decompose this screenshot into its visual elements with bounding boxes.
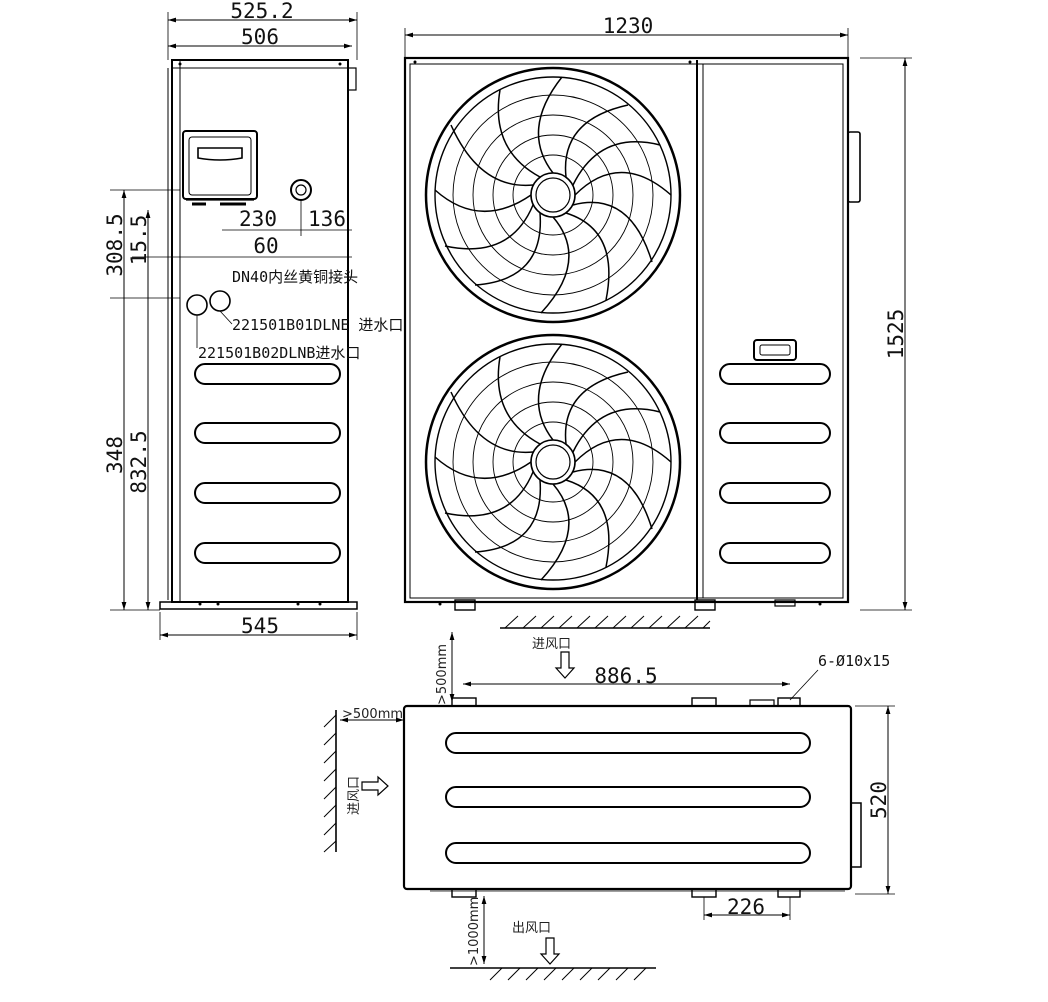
side-handle xyxy=(847,131,861,203)
dim-text-136: 136 xyxy=(308,207,346,231)
dim-text-545: 545 xyxy=(241,614,279,638)
dim-text-520: 520 xyxy=(867,781,891,819)
side-louvers xyxy=(194,363,341,564)
top-body xyxy=(402,704,853,891)
top-view: 进风口 >500mm 886.5 6-Ø10x15 >500mm 进风口 xyxy=(323,615,895,981)
clearance-bottom: >1000mm xyxy=(467,897,482,966)
dim-text-832: 832.5 xyxy=(127,430,151,493)
fan-guard-lower xyxy=(424,333,682,591)
dim-text-60: 60 xyxy=(253,234,278,258)
clearance-top: >500mm xyxy=(435,644,450,705)
side-base xyxy=(159,601,358,610)
dim-text-1525: 1525 xyxy=(884,309,908,360)
water-inlet-1 xyxy=(209,290,231,312)
dim-text-1230: 1230 xyxy=(603,14,654,38)
dim-text-308: 308.5 xyxy=(103,213,127,276)
air-inlet-left-arrow xyxy=(361,775,389,797)
fan-guard-upper xyxy=(424,66,682,324)
inlet-2-label: 221501B02DLNB进水口 xyxy=(198,344,360,362)
dim-text-506: 506 xyxy=(241,25,279,49)
inlet-1-label: 221501B01DLNE 进水口 xyxy=(232,316,403,334)
front-body xyxy=(403,56,850,604)
air-inlet-left-label: 进风口 xyxy=(347,776,362,815)
dim-text-226: 226 xyxy=(727,895,765,919)
dim-text-525: 525.2 xyxy=(230,0,293,23)
electrical-box xyxy=(182,130,258,200)
clearance-left: >500mm xyxy=(342,707,403,722)
front-view: 1230 xyxy=(403,14,912,611)
air-inlet-top-label: 进风口 xyxy=(532,637,571,652)
top-handle xyxy=(850,802,862,868)
holes-note: 6-Ø10x15 xyxy=(818,652,890,670)
front-louvers xyxy=(719,363,831,564)
air-inlet-top-arrow xyxy=(554,651,576,679)
front-handle xyxy=(753,339,797,361)
water-inlet-2 xyxy=(186,294,208,316)
air-outlet-arrow xyxy=(539,937,561,965)
top-louvers xyxy=(445,732,811,864)
dim-text-230: 230 xyxy=(239,207,277,231)
dim-text-348: 348 xyxy=(103,436,127,474)
dim-text-15: 15.5 xyxy=(127,215,151,266)
connector-note: DN40内丝黄铜接头 xyxy=(232,268,358,286)
water-port-outlet xyxy=(290,179,312,201)
dim-text-886: 886.5 xyxy=(594,664,657,688)
side-view: 525.2 506 230 136 60 DN40内丝黄铜接头 221501B0… xyxy=(103,0,403,640)
air-outlet-label: 出风口 xyxy=(512,921,551,936)
